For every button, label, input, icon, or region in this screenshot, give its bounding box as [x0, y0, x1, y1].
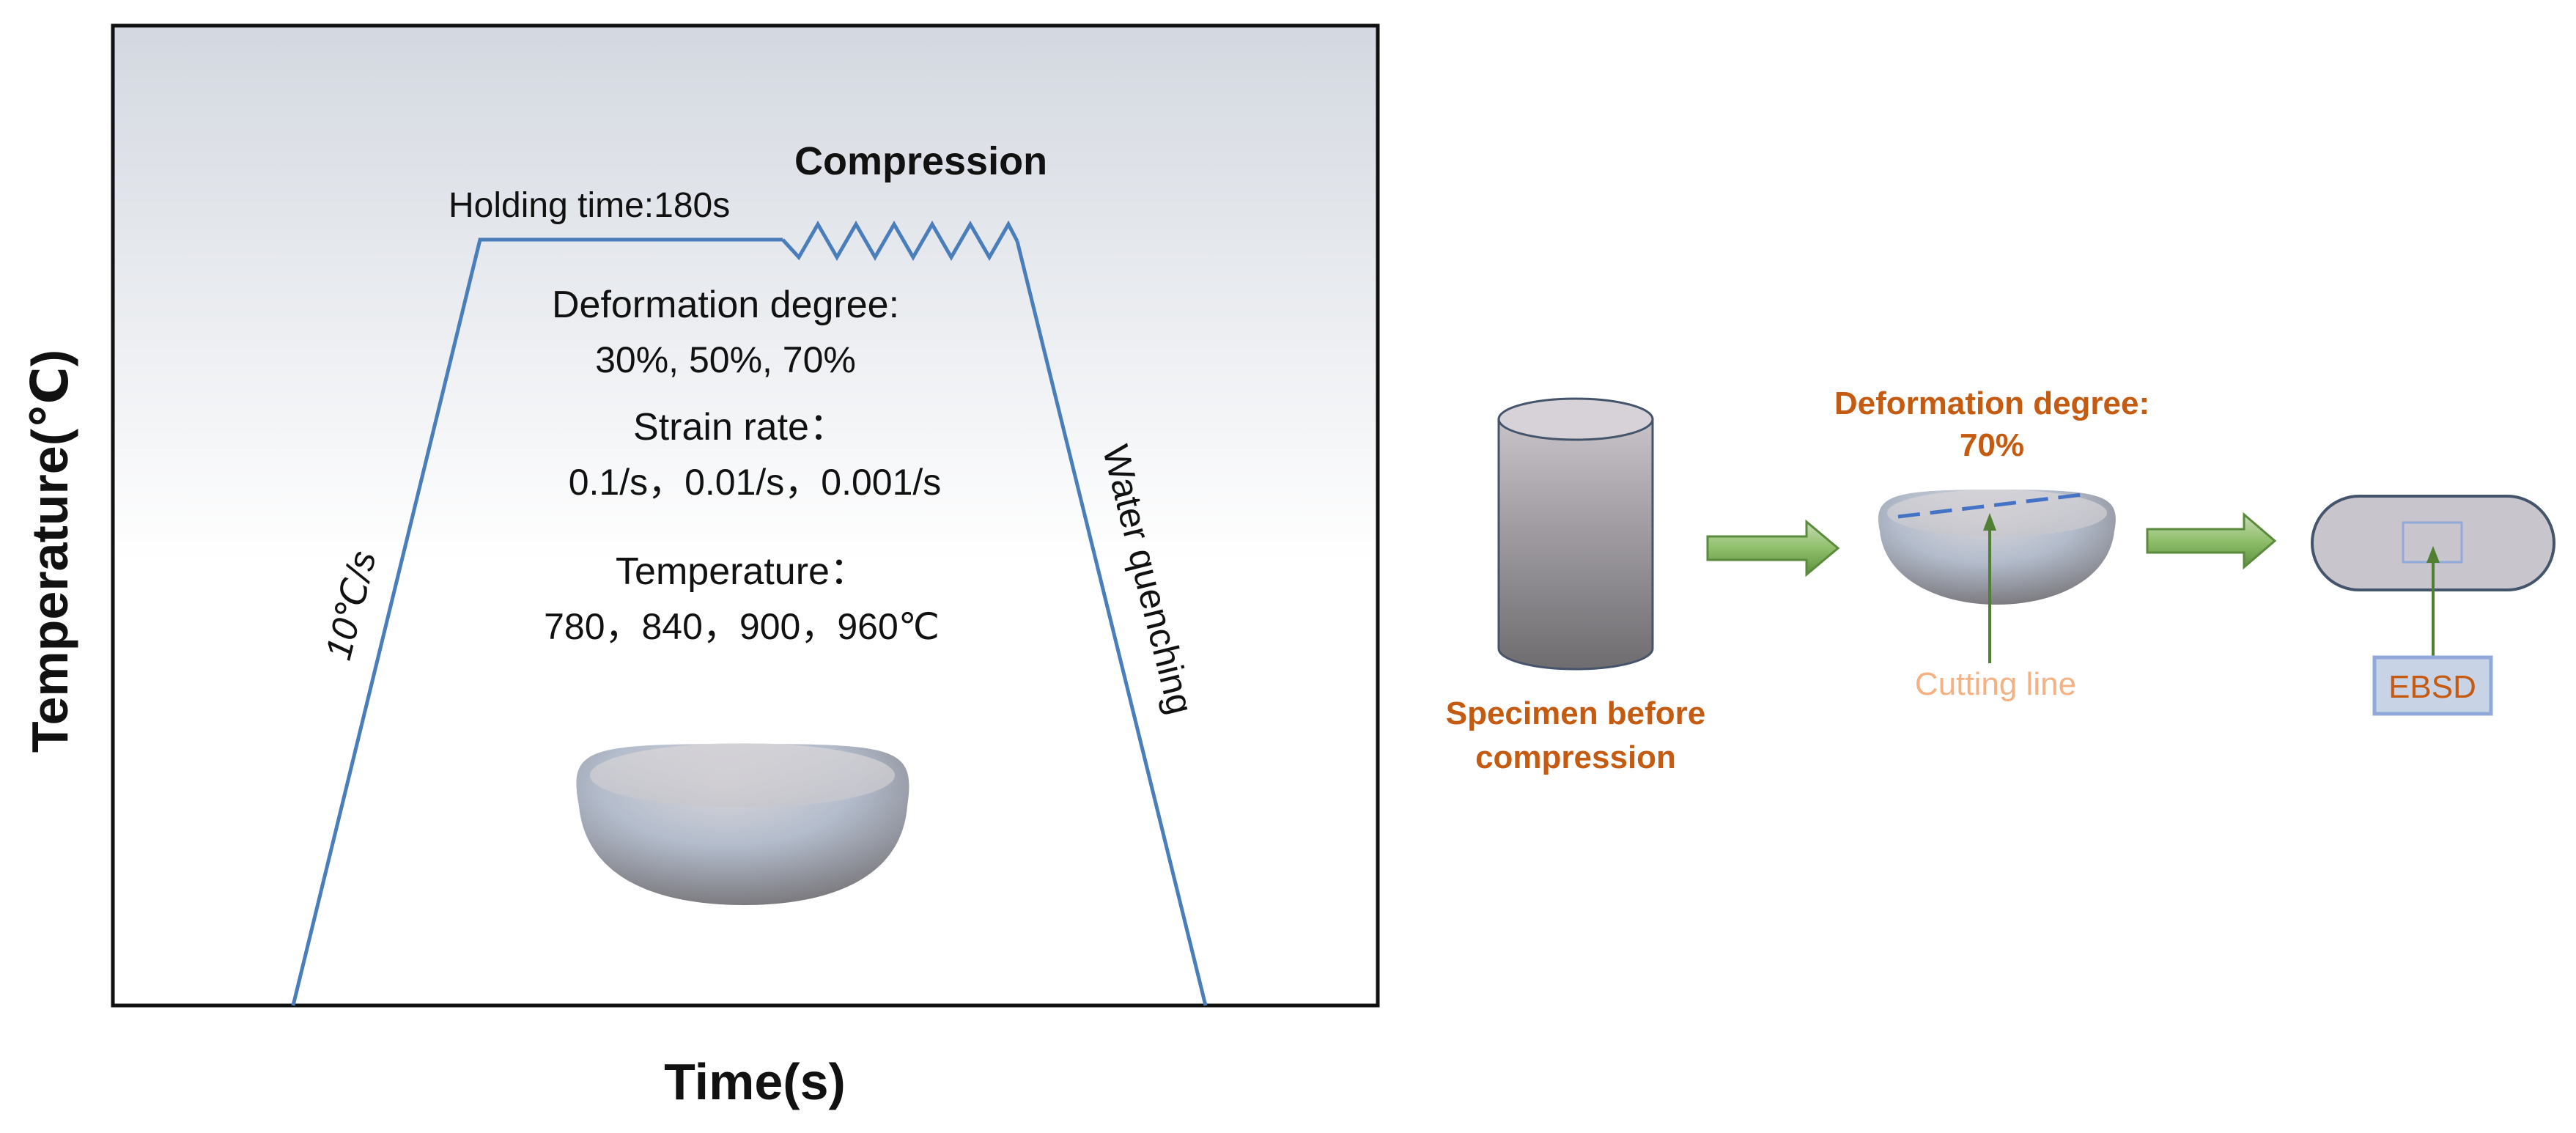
strain-rate-values: 0.1/s，0.01/s，0.001/s — [569, 462, 942, 503]
compression-zigzag — [781, 220, 1019, 261]
deformed-specimen-image — [576, 743, 909, 905]
specimen-flow: Specimen before compression Deformation … — [1446, 385, 2555, 775]
cylinder-specimen-image — [1497, 397, 1654, 671]
specimen-before-label-line1: Specimen before — [1446, 695, 1706, 731]
y-axis-title: Temperature(℃) — [21, 350, 78, 753]
x-axis-title: Time(s) — [664, 1053, 846, 1110]
compression-label: Compression — [794, 139, 1047, 183]
flow-arrow-1 — [1706, 519, 1840, 577]
ebsd-label-box — [2372, 655, 2493, 716]
deformation-degree-values: 30%, 50%, 70% — [595, 339, 856, 380]
strain-rate-title: Strain rate： — [633, 406, 847, 449]
temperature-title: Temperature： — [616, 550, 868, 593]
ebsd-label: EBSD — [2388, 669, 2476, 705]
process-chart: Holding time:180s Compression Deformatio… — [21, 23, 1380, 1110]
cutting-line-label: Cutting line — [1915, 666, 2076, 702]
temperature-values: 780，840，900，960℃ — [544, 606, 940, 647]
process-curve — [291, 237, 783, 1006]
specimen-before-label-line2: compression — [1475, 739, 1676, 775]
flow-arrow-2 — [2146, 512, 2277, 570]
compressed-specimen-image — [1878, 490, 2116, 605]
deformation-degree-flow-title: Deformation degree: — [1834, 385, 2149, 421]
holding-time-label: Holding time:180s — [449, 186, 730, 225]
ebsd-pointer-head — [2426, 546, 2440, 563]
deformation-degree-title: Deformation degree: — [552, 284, 899, 326]
cutting-line-pointer-head — [1983, 513, 1996, 531]
quench-curve — [1015, 240, 1208, 1006]
deformation-degree-flow-value: 70% — [1960, 427, 2024, 463]
